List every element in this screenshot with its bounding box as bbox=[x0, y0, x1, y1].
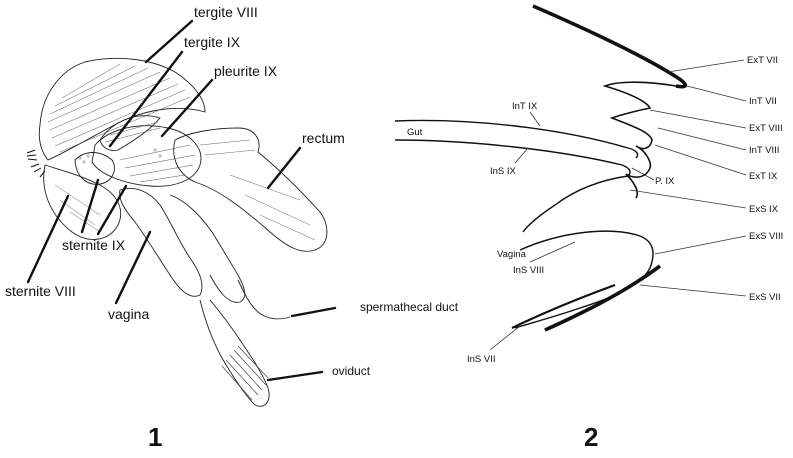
leader-int-ix bbox=[530, 112, 540, 126]
label-p-ix: P. IX bbox=[655, 176, 675, 187]
bristle-fringe bbox=[27, 150, 45, 177]
leader-spermathecal-duct bbox=[292, 308, 335, 316]
leader-tergite-ix bbox=[110, 52, 182, 146]
figure-2-number: 2 bbox=[584, 422, 598, 452]
ext-vii-line bbox=[533, 6, 685, 87]
label-int-viii: InT VIII bbox=[749, 145, 779, 156]
label-gut: Gut bbox=[407, 127, 423, 138]
figure-1-drawing bbox=[27, 21, 335, 406]
label-ext-viii: ExT VIII bbox=[749, 123, 783, 134]
label-vagina: Vagina bbox=[497, 249, 527, 260]
leader-ext-ix bbox=[655, 145, 746, 175]
spermathecal-duct-tube bbox=[238, 280, 290, 319]
label-sternite-viii: sternite VIII bbox=[5, 283, 76, 299]
pleurite-ix-body bbox=[92, 126, 201, 187]
figure-1-number: 1 bbox=[148, 422, 162, 452]
leader-p-ix bbox=[632, 168, 654, 180]
label-ins-vii: InS VII bbox=[467, 354, 496, 365]
label-ext-ix: ExT IX bbox=[749, 171, 778, 182]
label-exs-ix: ExS IX bbox=[749, 204, 779, 215]
leader-sternite-ix-a bbox=[82, 180, 98, 232]
label-ins-viii: InS VIII bbox=[513, 265, 544, 276]
leader-sternite-ix-b bbox=[98, 186, 126, 234]
leader-rectum bbox=[268, 148, 300, 188]
leader-ext-viii bbox=[650, 110, 746, 128]
rectum-tube bbox=[174, 128, 327, 251]
leader-oviduct bbox=[268, 372, 322, 380]
leader-int-vii bbox=[687, 86, 746, 101]
label-vagina: vagina bbox=[108, 306, 149, 322]
label-exs-vii: ExS VII bbox=[749, 292, 781, 303]
leader-exs-ix bbox=[630, 190, 746, 208]
label-ins-ix: InS IX bbox=[490, 166, 517, 177]
label-sternite-ix: sternite IX bbox=[62, 237, 126, 253]
tergite-viii-plate bbox=[39, 58, 205, 160]
leader-ins-vii bbox=[490, 326, 520, 350]
label-exs-viii: ExS VIII bbox=[749, 231, 783, 242]
label-ext-vii: ExT VII bbox=[747, 55, 778, 66]
leader-int-viii bbox=[658, 128, 746, 150]
leader-ins-ix bbox=[515, 148, 528, 163]
label-rectum: rectum bbox=[302, 130, 345, 146]
leader-exs-vii bbox=[640, 285, 746, 296]
leader-ins-viii bbox=[530, 242, 575, 262]
label-tergite-viii: tergite VIII bbox=[194, 4, 258, 20]
leader-exs-viii bbox=[655, 236, 746, 254]
tergite-viii-hatching bbox=[48, 64, 190, 152]
oviduct-tube bbox=[200, 300, 269, 406]
exs-vii-line bbox=[545, 266, 660, 330]
label-oviduct: oviduct bbox=[332, 364, 371, 378]
label-pleurite-ix: pleurite IX bbox=[214, 63, 278, 79]
label-spermathecal-duct: spermathecal duct bbox=[360, 300, 459, 314]
label-tergite-ix: tergite IX bbox=[184, 34, 241, 50]
label-int-ix: InT IX bbox=[512, 101, 538, 112]
vagina-fold bbox=[170, 195, 245, 302]
gut-upper bbox=[395, 120, 638, 158]
label-int-vii: InT VII bbox=[749, 96, 777, 107]
leader-ext-vii bbox=[668, 60, 744, 72]
vagina-body bbox=[120, 188, 202, 296]
figure-2-schematic bbox=[395, 6, 746, 350]
sternal-arc-ix bbox=[523, 176, 628, 232]
